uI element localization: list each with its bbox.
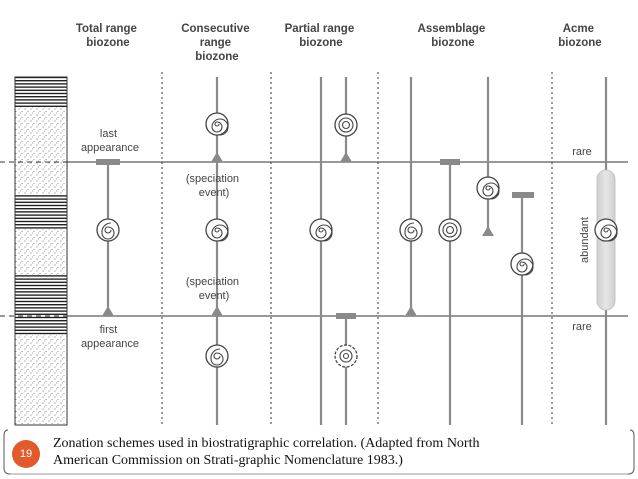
label-abundant: abundant [579, 217, 591, 263]
header-acme: Acme biozone [558, 23, 601, 49]
range-lines [106, 77, 524, 425]
header-consecutive-range: Consecutive range biozone [181, 23, 253, 63]
fossil-consecutive-2 [205, 218, 229, 242]
first-appearance-triangles [102, 152, 494, 316]
label-first-appearance: first appearance [81, 324, 139, 350]
label-last-appearance: last appearance [81, 128, 139, 154]
caption-bracket [3, 429, 635, 475]
caption-line-1: Zonation schemes used in biostratigraphi… [53, 436, 480, 451]
last-appearance-bars [96, 159, 534, 319]
slide-number-badge: 19 [12, 440, 40, 468]
fossil-assemblage-4 [510, 252, 534, 276]
header-total-range: Total range biozone [76, 23, 140, 49]
stratigraphic-column [14, 76, 68, 426]
fossil-partial-2 [309, 218, 333, 242]
fossil-assemblage-1 [399, 218, 423, 242]
header-partial-range: Partial range biozone [285, 23, 358, 49]
column-separators [161, 72, 553, 425]
fossil-assemblage-2 [438, 218, 462, 242]
label-rare-top: rare [572, 146, 592, 158]
header-assemblage: Assemblage biozone [418, 23, 489, 49]
fossil-consecutive-1 [205, 112, 229, 136]
fossil-total-range [96, 218, 120, 242]
caption-line-2: American Commission on Strati-graphic No… [53, 453, 403, 468]
figure-caption: Zonation schemes used in biostratigraphi… [53, 435, 613, 469]
fossil-partial-1 [334, 113, 358, 137]
fossil-assemblage-3 [476, 176, 500, 200]
label-speciation-event-2: (speciation event) [186, 276, 242, 302]
biozone-diagram: Total range biozone Consecutive range bi… [0, 23, 628, 426]
fossil-partial-3 [334, 344, 358, 368]
label-rare-bottom: rare [572, 321, 592, 333]
acme-abundance-bar [596, 77, 616, 425]
fossil-consecutive-3 [205, 344, 229, 368]
label-speciation-event-1: (speciation event) [186, 173, 242, 199]
fossil-acme [594, 218, 618, 242]
